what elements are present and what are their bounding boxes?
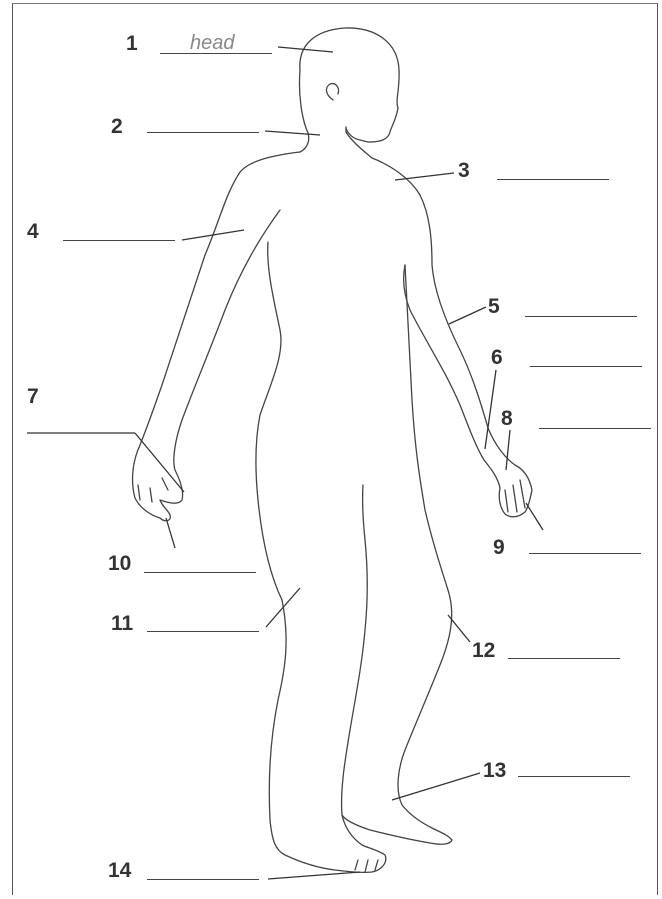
label-number-10: 10	[108, 553, 131, 574]
label-number-8: 8	[501, 408, 513, 429]
answer-blank-12[interactable]	[508, 658, 620, 659]
answer-blank-2[interactable]	[147, 132, 259, 133]
label-number-1: 1	[126, 33, 138, 54]
leader-4	[182, 230, 244, 240]
leader-11	[266, 588, 300, 627]
answer-blank-11[interactable]	[147, 631, 259, 632]
leader-6	[485, 370, 496, 449]
answer-blank-4[interactable]	[63, 240, 175, 241]
leader-12	[448, 615, 470, 642]
leader-7b	[135, 433, 184, 492]
answer-blank-14[interactable]	[147, 879, 259, 880]
answer-blank-5[interactable]	[525, 316, 637, 317]
answer-blank-10[interactable]	[144, 572, 256, 573]
leader-13	[392, 773, 480, 800]
answer-blank-3[interactable]	[497, 179, 609, 180]
answer-blank-13[interactable]	[518, 776, 630, 777]
answer-blank-9[interactable]	[529, 553, 641, 554]
label-number-14: 14	[108, 860, 131, 881]
leader-3	[395, 173, 454, 180]
leader-10	[166, 518, 175, 548]
answer-blank-6[interactable]	[530, 366, 642, 367]
leader-2	[265, 131, 320, 135]
label-number-7: 7	[27, 386, 39, 407]
label-number-11: 11	[111, 613, 133, 634]
label-number-3: 3	[458, 160, 470, 181]
label-number-2: 2	[111, 116, 123, 137]
leader-8	[506, 430, 510, 470]
leader-5	[449, 307, 486, 324]
label-number-6: 6	[491, 347, 503, 368]
leader-9	[526, 503, 543, 530]
answer-blank-8[interactable]	[539, 428, 651, 429]
label-number-9: 9	[493, 537, 505, 558]
leader-14	[268, 872, 360, 879]
answer-text-1: head	[190, 33, 235, 53]
leader-1	[278, 47, 333, 52]
label-number-5: 5	[488, 296, 500, 317]
label-number-12: 12	[472, 640, 495, 661]
label-number-4: 4	[27, 221, 39, 242]
label-number-13: 13	[483, 760, 506, 781]
